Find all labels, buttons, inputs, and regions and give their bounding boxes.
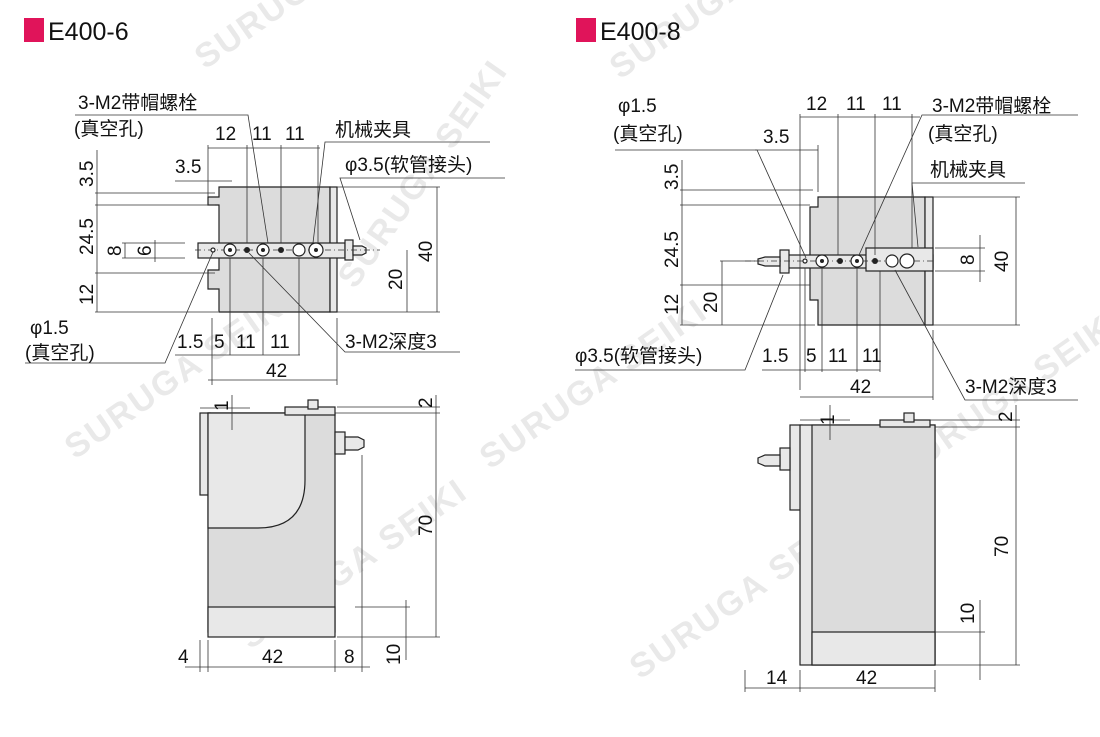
tap-hole-icon — [278, 247, 284, 253]
dim-42: 42 — [266, 361, 287, 382]
title-marker-icon — [576, 18, 596, 42]
dim-10: 10 — [384, 644, 405, 665]
dim-11: 11 — [828, 346, 848, 367]
dim-40: 40 — [992, 251, 1013, 272]
gripper-block — [865, 247, 934, 272]
watermark-logo: SURUGA SEIKI — [473, 292, 715, 477]
dim-14: 14 — [766, 668, 788, 689]
e400-8-title: E400-8 — [600, 18, 681, 46]
watermark-logo: SURUGA SEIKI — [188, 0, 430, 77]
top-screw — [903, 412, 915, 423]
dim-5: 5 — [806, 346, 817, 367]
fitting-label: φ3.5(软管接头) — [345, 154, 472, 176]
tap-hole-icon — [872, 258, 878, 264]
dim-11: 11 — [236, 332, 256, 353]
dim-11: 11 — [846, 94, 866, 115]
tap-label: 3-M2深度3 — [345, 331, 437, 353]
tap-label: 3-M2深度3 — [965, 376, 1057, 398]
dim-8: 8 — [105, 245, 126, 256]
e400-8-section: E400-8 — [575, 18, 1078, 692]
dim-42: 42 — [850, 377, 871, 398]
side-base — [811, 631, 936, 666]
side-hose-fitting — [757, 454, 781, 467]
dim-1-5: 1.5 — [177, 332, 203, 353]
top-screw — [307, 399, 319, 410]
side-hose-fitting — [344, 436, 365, 451]
dim-70: 70 — [992, 536, 1013, 557]
tap-hole-icon — [837, 258, 843, 264]
dim-20: 20 — [701, 292, 722, 313]
dim-11: 11 — [270, 332, 290, 353]
fitting-nut — [779, 249, 790, 274]
side-cutout — [207, 412, 306, 529]
dim-12-vertical: 12 — [77, 284, 98, 305]
e400-6-title: E400-6 — [48, 18, 129, 46]
dim-8: 8 — [958, 254, 979, 265]
dim-11: 11 — [862, 346, 882, 367]
bolt-icon — [292, 243, 306, 257]
dim-40: 40 — [416, 241, 437, 262]
gripper-label: 机械夹具 — [335, 119, 411, 141]
hose-fitting — [757, 256, 781, 267]
dim-5: 5 — [214, 332, 225, 353]
dim-12: 12 — [215, 124, 236, 145]
dim-12-vertical: 12 — [662, 294, 683, 315]
vacuum-hole-label: φ1.5 — [618, 96, 657, 117]
dim-4: 4 — [178, 647, 189, 668]
dim-1-5: 1.5 — [762, 346, 788, 367]
bolt-label: 3-M2带帽螺栓 — [932, 95, 1051, 117]
dim-2: 2 — [996, 411, 1017, 422]
dim-11: 11 — [252, 124, 272, 145]
dim-2: 2 — [416, 397, 437, 408]
side-fitting-nut — [779, 447, 791, 471]
title-marker-icon — [24, 18, 44, 42]
dim-6: 6 — [135, 245, 156, 256]
vacuum-hole-icon — [210, 247, 216, 253]
bolt-sub-label: (真空孔) — [928, 123, 998, 145]
dim-3-5: 3.5 — [763, 127, 789, 148]
dim-1: 1 — [818, 414, 839, 425]
dim-70: 70 — [416, 515, 437, 536]
dim-24-5: 24.5 — [77, 218, 98, 255]
dim-1: 1 — [212, 400, 233, 411]
gripper-icon — [899, 253, 915, 269]
vacuum-hole-sub-label: (真空孔) — [25, 342, 95, 364]
bolt-sub-label: (真空孔) — [74, 118, 144, 140]
dim-42: 42 — [262, 647, 283, 668]
bolt-icon — [885, 254, 899, 268]
e400-6-section: E400-6 — [24, 18, 505, 672]
dim-11: 11 — [882, 94, 902, 115]
side-base — [207, 606, 336, 638]
e400-6-side-view: 1 2 70 10 4 42 8 — [178, 395, 440, 672]
dim-42: 42 — [856, 668, 877, 689]
dim-8: 8 — [344, 647, 355, 668]
tap-hole-icon — [244, 247, 250, 253]
side-body-inner — [811, 424, 936, 666]
e400-8-top-view: φ1.5 (真空孔) 12 11 11 3-M2带帽螺栓 (真空孔) 3.5 机… — [575, 94, 1078, 401]
dim-24-5: 24.5 — [662, 231, 683, 268]
dim-20: 20 — [386, 269, 407, 290]
bolt-label: 3-M2带帽螺栓 — [78, 92, 197, 114]
dim-3-5-vertical: 3.5 — [662, 164, 683, 190]
gripper-label: 机械夹具 — [930, 159, 1006, 181]
dim-3-5: 3.5 — [175, 157, 201, 178]
side-fitting-nut — [334, 431, 346, 455]
vacuum-hole-sub-label: (真空孔) — [613, 123, 683, 145]
dim-3-5-vertical: 3.5 — [77, 161, 98, 187]
dim-11: 11 — [285, 124, 305, 145]
dim-12: 12 — [806, 94, 827, 115]
fitting-label: φ3.5(软管接头) — [575, 345, 702, 367]
hose-fitting — [352, 245, 367, 256]
vacuum-hole-icon — [802, 258, 808, 264]
vacuum-hole-label: φ1.5 — [30, 318, 69, 339]
e400-6-top-view: 3-M2带帽螺栓 (真空孔) 12 11 11 机械夹具 3.5 φ3.5(软管… — [25, 92, 505, 385]
e400-8-side-view: 1 2 70 10 14 42 — [744, 405, 1020, 692]
dim-10: 10 — [958, 603, 979, 624]
